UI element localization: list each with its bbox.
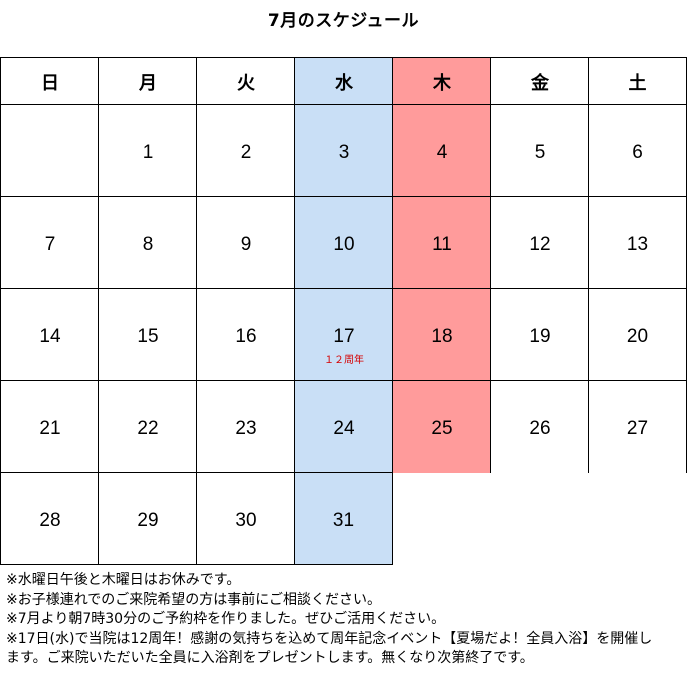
weekday-header: 水 (294, 57, 393, 105)
anniversary-note: １２周年 (324, 355, 364, 366)
day-cell: 1 (98, 104, 197, 197)
day-cell: 25 (392, 380, 491, 473)
day-number: 7 (44, 234, 56, 255)
day-cell: 31 (294, 472, 393, 565)
day-number: 1 (142, 142, 154, 163)
weekday-header: 木 (392, 57, 491, 105)
day-cell: 23 (196, 380, 295, 473)
note-line-1: ※水曜日午後と木曜日はお休みです。 (6, 572, 241, 588)
day-cell: 10 (294, 196, 393, 289)
day-cell: 4 (392, 104, 491, 197)
note-line-3: ※7月より朝7時30分のご予約枠を作りました。ぜひご活用ください。 (6, 611, 446, 627)
day-number: 8 (142, 234, 154, 255)
day-number: 11 (432, 234, 452, 255)
day-number: 24 (333, 418, 355, 439)
day-cell: 30 (196, 472, 295, 565)
day-cell: 8 (98, 196, 197, 289)
day-number: 4 (436, 142, 448, 163)
weekday-header: 金 (490, 57, 589, 105)
day-number: 28 (39, 510, 61, 531)
day-number: 9 (240, 234, 252, 255)
day-number: 6 (632, 142, 643, 163)
day-number: 19 (529, 326, 551, 347)
day-cell: 13 (588, 196, 687, 289)
day-cell (0, 104, 99, 197)
day-cell: 2 (196, 104, 295, 197)
weekday-header: 日 (0, 57, 99, 105)
day-cell: 24 (294, 380, 393, 473)
day-cell: 20 (588, 288, 687, 381)
day-cell: 12 (490, 196, 589, 289)
day-number: 12 (529, 234, 551, 255)
day-cell: 3 (294, 104, 393, 197)
day-cell: 14 (0, 288, 99, 381)
day-number: 25 (431, 418, 453, 439)
day-cell: 6 (588, 104, 687, 197)
weekday-header: 月 (98, 57, 197, 105)
day-number: 17 (333, 326, 355, 347)
day-cell: 22 (98, 380, 197, 473)
day-cell: 27 (588, 380, 687, 473)
note-line-5: ます。ご来院いただいた全員に入浴剤をプレゼントします。無くなり次第終了です。 (6, 650, 534, 666)
day-cell: 19 (490, 288, 589, 381)
day-cell: 21 (0, 380, 99, 473)
notes-section: ※水曜日午後と木曜日はお休みです。 ※お子様連れでのご来院希望の方は事前にご相談… (6, 571, 684, 669)
note-line-2: ※お子様連れでのご来院希望の方は事前にご相談ください。 (6, 591, 382, 608)
day-cell: 7 (0, 196, 99, 289)
note-line-4: ※17日(水)で当院は12周年！感謝の気持ちを込めて周年記念イベント【夏場だよ！… (6, 630, 653, 647)
day-cell: 28 (0, 472, 99, 565)
day-cell: 9 (196, 196, 295, 289)
day-cell: 29 (98, 472, 197, 565)
day-cell: 16 (196, 288, 295, 381)
day-number: 27 (626, 418, 649, 439)
day-number: 13 (626, 234, 649, 255)
day-number: 30 (235, 510, 257, 531)
weekday-header: 火 (196, 57, 295, 105)
day-number: 10 (333, 234, 355, 255)
day-number: 5 (534, 142, 546, 163)
day-number: 3 (338, 142, 350, 163)
day-number: 22 (137, 418, 159, 439)
day-number: 14 (39, 326, 61, 347)
day-number: 20 (626, 326, 649, 347)
weekday-header: 土 (588, 57, 687, 105)
day-number: 23 (235, 418, 257, 439)
day-number: 31 (332, 510, 355, 531)
day-number: 18 (431, 326, 453, 347)
day-cell: 5 (490, 104, 589, 197)
day-number: 2 (240, 142, 252, 163)
day-number: 15 (137, 326, 159, 347)
day-cell: 26 (490, 380, 589, 473)
page-title: 7月のスケジュール (267, 11, 420, 31)
day-number: 26 (529, 418, 551, 439)
day-cell: 11 (392, 196, 491, 289)
day-cell: 18 (392, 288, 491, 381)
day-number: 16 (235, 326, 257, 347)
day-number: 29 (137, 510, 159, 531)
day-cell: 15 (98, 288, 197, 381)
day-number: 21 (39, 418, 61, 439)
day-cell: 17 １２周年 (294, 288, 393, 381)
